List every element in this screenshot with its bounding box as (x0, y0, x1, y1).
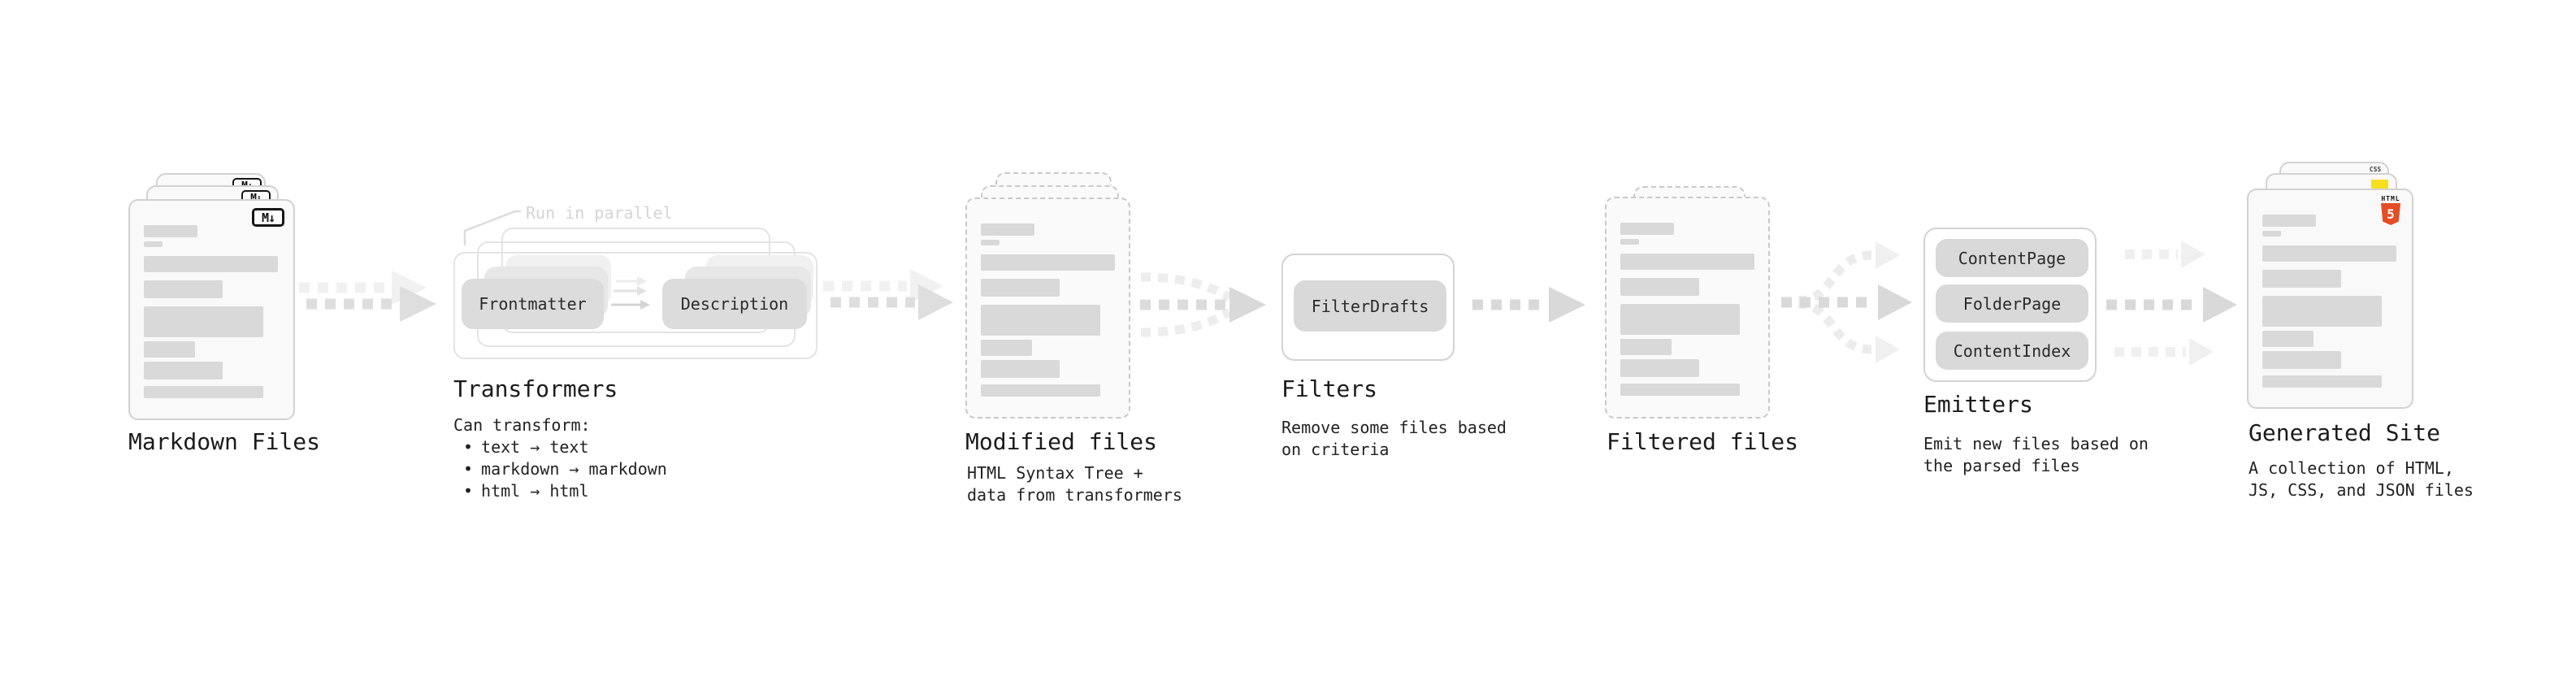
list-item: •html → html (463, 481, 589, 501)
javascript-icon (2371, 180, 2388, 189)
arrow-filters-to-filtered-icon (1472, 287, 1585, 323)
generated-site-label: Generated Site (2249, 419, 2441, 446)
description-box: Description (662, 279, 807, 329)
transformer-container (453, 252, 817, 359)
document-placeholder-lines (1620, 198, 1754, 396)
contentpage-label: ContentPage (1958, 248, 2066, 268)
markdown-files-label: Markdown Files (128, 428, 321, 455)
generated-site-subtitle: A collection of HTML, JS, CSS, and JSON … (2249, 458, 2474, 500)
filters-label: Filters (1281, 375, 1378, 402)
contentindex-label: ContentIndex (1953, 340, 2071, 361)
arrow-transformers-to-modified-ghost-icon (823, 269, 943, 303)
transformers-description: Can transform: •text → text •markdown → … (453, 414, 667, 502)
filterdrafts-box: FilterDrafts (1294, 280, 1446, 332)
emitters-container: ContentPage FolderPage ContentIndex (1923, 228, 2097, 382)
contentpage-box: ContentPage (1936, 239, 2088, 277)
description-label: Description (680, 294, 789, 314)
arrow-modified-to-filters-icon (1140, 272, 1266, 337)
arrow-markdown-to-transformers-icon (306, 286, 436, 322)
filterdrafts-label: FilterDrafts (1311, 296, 1429, 316)
document-placeholder-lines (2262, 190, 2396, 388)
list-item: •markdown → markdown (463, 459, 667, 479)
arrow-filtered-to-emitters-icon (1781, 241, 1912, 363)
arrow-transformers-to-modified-icon (830, 284, 953, 320)
contentindex-box: ContentIndex (1936, 332, 2088, 370)
folderpage-box: FolderPage (1936, 284, 2088, 323)
list-item: •text → text (463, 437, 589, 457)
generated-file-card: HTML 5 (2247, 189, 2413, 409)
arrow-emitters-to-generated-icon (2106, 241, 2237, 366)
markdown-file-card: M↓ (128, 199, 295, 420)
document-placeholder-lines (144, 201, 278, 398)
markdown-icon: M↓ (252, 208, 284, 227)
can-transform-title: Can transform: (453, 415, 591, 435)
run-in-parallel-note: Run in parallel (526, 203, 673, 223)
emitters-subtitle: Emit new files based on the parsed files (1923, 434, 2149, 475)
filtered-files-label: Filtered files (1607, 428, 1799, 455)
html5-icon: HTML 5 (2380, 195, 2401, 225)
arrow-markdown-to-transformers-ghost-icon (299, 271, 427, 305)
folderpage-label: FolderPage (1962, 293, 2062, 314)
modified-file-card (965, 197, 1130, 419)
transformers-label: Transformers (453, 375, 618, 402)
frontmatter-label: Frontmatter (479, 294, 587, 314)
filtered-file-card (1605, 197, 1770, 419)
modified-files-label: Modified files (965, 428, 1158, 455)
modified-files-subtitle: HTML Syntax Tree + data from transformer… (967, 463, 1182, 505)
document-placeholder-lines (981, 199, 1115, 397)
filters-subtitle: Remove some files based on criteria (1281, 418, 1507, 459)
frontmatter-box: Frontmatter (462, 279, 604, 329)
emitters-label: Emitters (1923, 391, 2033, 418)
filters-container: FilterDrafts (1281, 254, 1455, 361)
